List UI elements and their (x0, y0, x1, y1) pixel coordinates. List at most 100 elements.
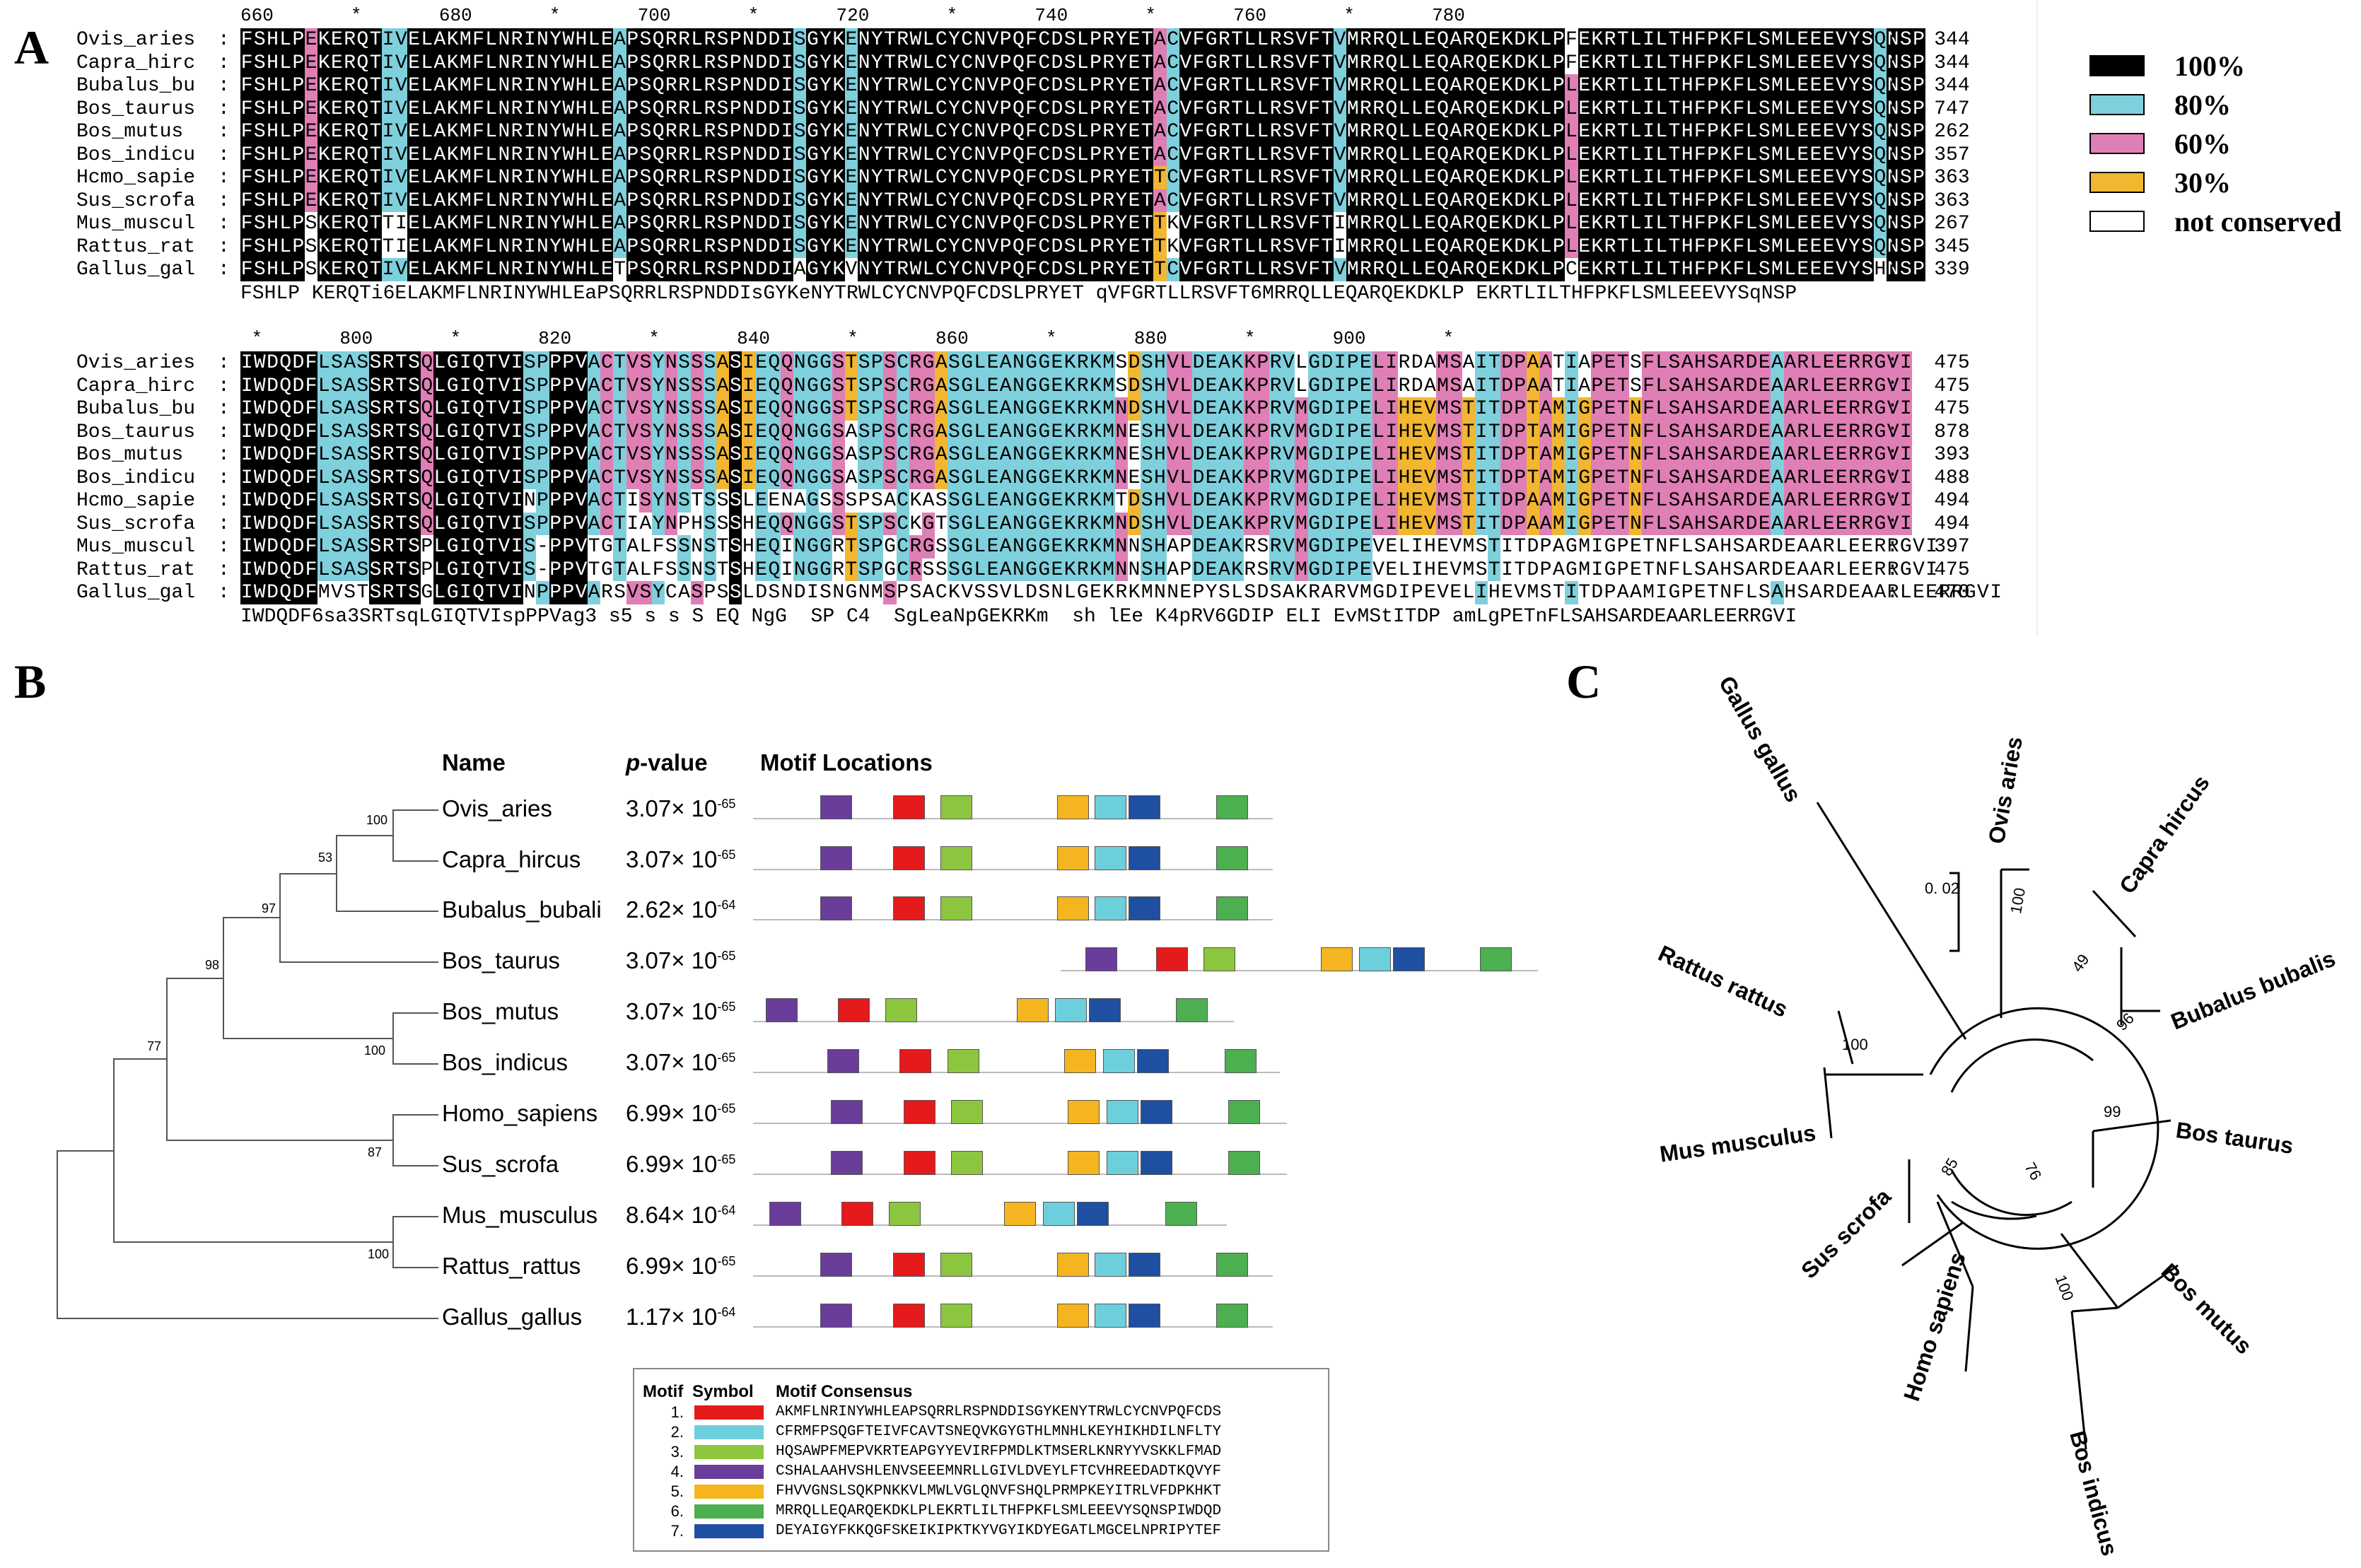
motif-box-3 (951, 1151, 983, 1175)
motif-box-4 (820, 795, 852, 819)
species-name: Capra_hircus (442, 846, 581, 872)
species-name: Bos_indicus (442, 1049, 568, 1075)
sequence-residues: IWDQDFLSASSRTSQLGIQTVISPPPVACTVSYNSSSASI… (240, 374, 1913, 398)
p-value-base: 3.07× 10 (626, 998, 718, 1024)
p-value-base: 3.07× 10 (626, 795, 718, 821)
motif-box-2 (1359, 947, 1391, 971)
motif-number: 1. (670, 1403, 684, 1421)
motif-box-4 (1085, 947, 1117, 971)
tree-branch (392, 1216, 438, 1217)
motif-box-3 (1203, 947, 1235, 971)
motif-box-5 (1017, 998, 1049, 1022)
sequence-residues: FSHLPEKERQTIVELAKMFLNRINYWHLEAPSQRRLRSPN… (240, 74, 1925, 98)
sequence-name: Sus_scrofa (76, 189, 196, 212)
sequence-name: Gallus_gal (76, 259, 196, 281)
sequence-residues: IWDQDFLSASSRTSQLGIQTVINPPPVACTISYNSTSSSL… (240, 489, 1913, 513)
motif-box-2 (1107, 1151, 1138, 1175)
legend-label: not conserved (2174, 206, 2342, 238)
tree-branch (392, 1267, 438, 1268)
residue-count: : 357 (1887, 144, 1970, 166)
p-value-exponent: -64 (717, 1305, 736, 1319)
p-value-base: 3.07× 10 (626, 846, 718, 872)
sequence-name: Capra_hirc (76, 52, 196, 74)
legend-label: 60% (2174, 128, 2231, 160)
motif-track-line (753, 919, 1273, 920)
p-value: 6.99× 10-65 (626, 1253, 735, 1280)
panel-label-a: A (14, 21, 49, 74)
bootstrap-value: 53 (318, 850, 333, 865)
p-value-base: 1.17× 10 (626, 1304, 718, 1330)
species-name: Rattus_rattus (442, 1253, 581, 1279)
residue-count: : 475 (1887, 375, 1970, 397)
sequence-residues: IWDQDFLSASSRTSPLGIQTVIS-PPVTGTALFSSNSTSH… (240, 558, 1938, 582)
motif-box-5 (1068, 1100, 1100, 1124)
motif-box-4 (827, 1049, 859, 1073)
legend-label: 80% (2174, 89, 2231, 121)
motif-box-3 (885, 998, 917, 1022)
motif-box-6 (1165, 1202, 1197, 1226)
residue-count: : 494 (1887, 490, 1970, 512)
motif-box-5 (1057, 846, 1089, 870)
motif-number: 4. (670, 1463, 684, 1480)
sequence-name: Capra_hirc (76, 375, 196, 397)
p-value-exponent: -65 (717, 848, 736, 862)
motif-track-line (753, 1174, 1287, 1175)
legend-label: 30% (2174, 167, 2231, 199)
separator: : (218, 467, 230, 489)
separator: : (218, 513, 230, 535)
tree-branch (392, 1063, 438, 1065)
sequence-name: Bos_mutus (76, 121, 184, 143)
motif-box-1 (838, 998, 870, 1022)
species-name: Sus_scrofa (442, 1151, 559, 1177)
motif-box-2 (1043, 1202, 1075, 1226)
motif-box-7 (1129, 896, 1160, 920)
motif-table-header-motif: Motif (643, 1382, 684, 1401)
motif-box-4 (820, 846, 852, 870)
species-name: Mus_musculus (442, 1202, 598, 1228)
tree-branch (392, 860, 438, 862)
residue-count: : 345 (1887, 235, 1970, 258)
motif-table-header-consensus: Motif Consensus (776, 1382, 913, 1401)
separator: : (218, 536, 230, 558)
motif-box-1 (893, 795, 925, 819)
sequence-name: Bubalus_bu (76, 398, 196, 420)
tree-branch (392, 1012, 438, 1014)
motif-symbol (694, 1504, 764, 1519)
branch-sus (1901, 1222, 1963, 1267)
p-value-base: 3.07× 10 (626, 1049, 718, 1075)
motif-box-4 (831, 1100, 863, 1124)
motif-box-1 (841, 1202, 873, 1226)
sequence-name: Rattus_rat (76, 558, 196, 581)
motif-box-6 (1228, 1151, 1260, 1175)
motif-box-2 (1095, 896, 1126, 920)
motif-box-6 (1228, 1100, 1260, 1124)
motif-consensus: FHVVGNSLSQKPNKKVLMWLVGLQNVFSHQLPRMPKEYIT… (776, 1483, 1222, 1499)
motif-box-5 (1057, 896, 1089, 920)
motif-box-5 (1068, 1151, 1100, 1175)
motif-box-7 (1089, 998, 1121, 1022)
alignment-scale: * 800 * 820 * 840 * 860 * 880 * 900 * (240, 328, 1455, 349)
species-name: Homo_sapiens (442, 1100, 598, 1126)
sequence-name: Hcmo_sapie (76, 167, 196, 189)
tree-branch (279, 873, 336, 874)
residue-count: : 393 (1887, 444, 1970, 466)
p-value: 6.99× 10-65 (626, 1100, 735, 1127)
motif-table-header-symbol: Symbol (692, 1382, 754, 1401)
p-value-base: 6.99× 10 (626, 1253, 718, 1279)
residue-count: : 470 (1887, 582, 1970, 604)
motif-track-line (753, 1275, 1273, 1277)
motif-box-3 (940, 1304, 972, 1328)
tree-branch (166, 978, 168, 1140)
bootstrap-value: 99 (2104, 1103, 2121, 1121)
motif-number: 6. (670, 1502, 684, 1520)
motif-box-4 (769, 1202, 801, 1226)
residue-count: : 747 (1887, 98, 1970, 120)
separator: : (218, 213, 230, 235)
tree-branch (392, 1114, 394, 1165)
motif-box-7 (1129, 1253, 1160, 1277)
motif-box-7 (1141, 1151, 1172, 1175)
species-name: Ovis_aries (442, 795, 552, 821)
motif-track-line (753, 869, 1273, 870)
separator: : (218, 121, 230, 143)
residue-count: : 494 (1887, 513, 1970, 535)
